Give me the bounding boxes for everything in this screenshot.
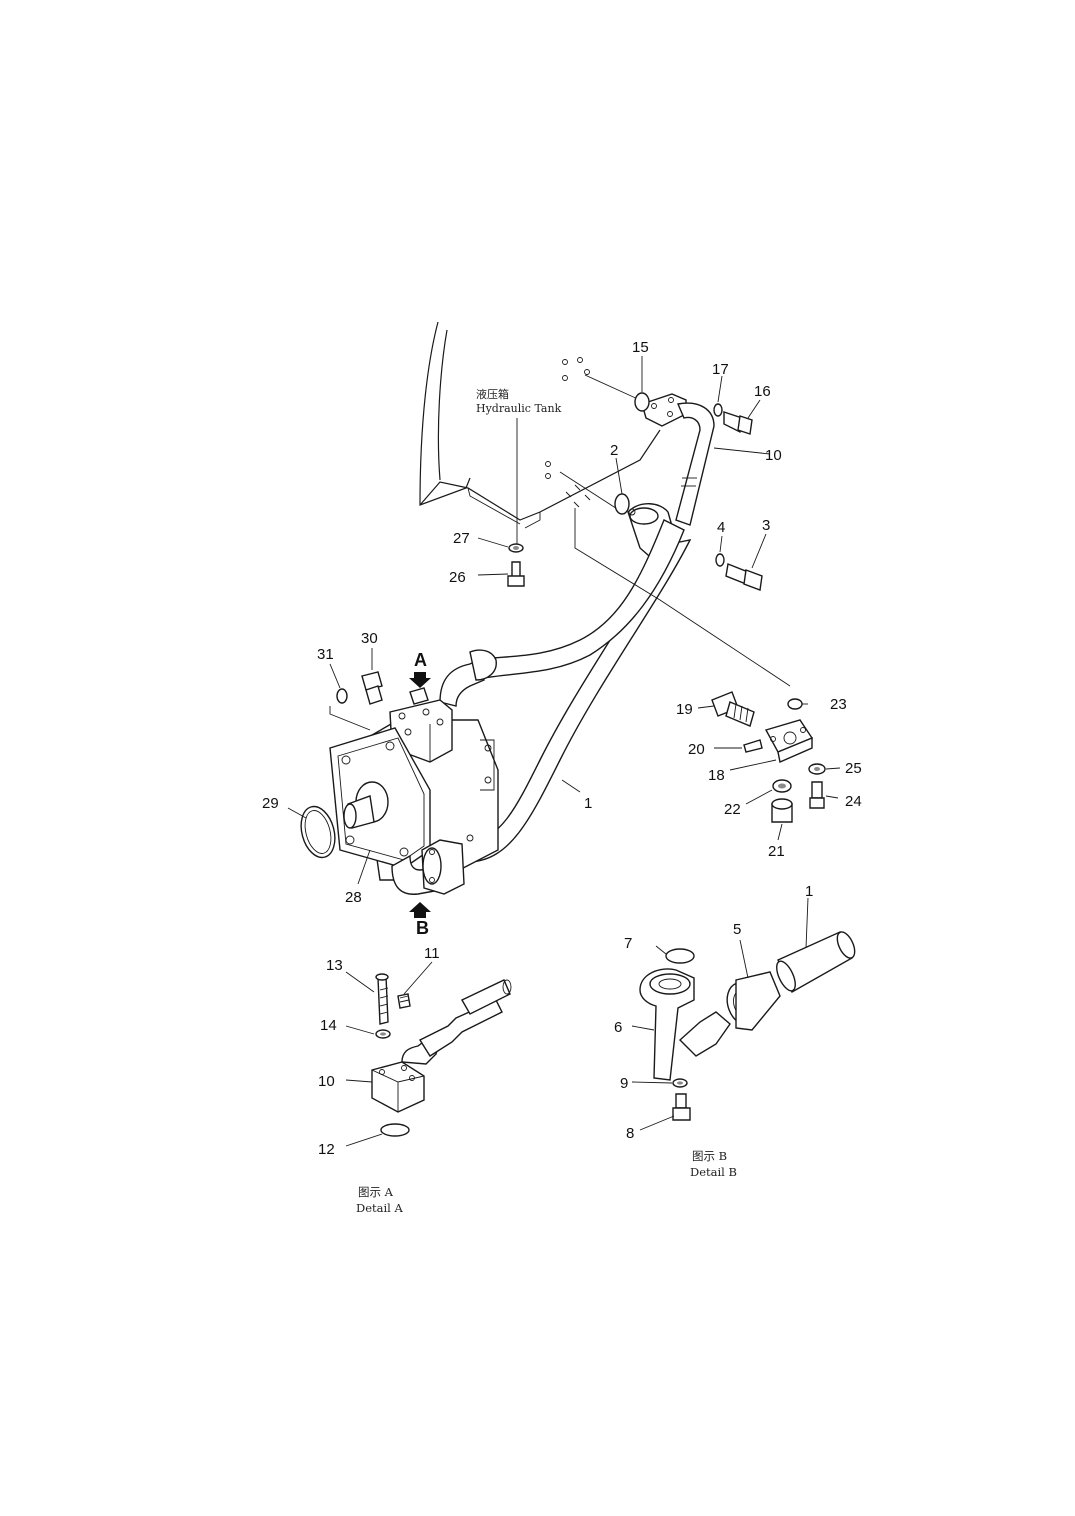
view-arrow-b: B	[409, 902, 431, 938]
callout-18: 18	[708, 767, 725, 784]
washer-31	[336, 688, 348, 704]
callout-30: 30	[361, 630, 378, 647]
callout-20: 20	[688, 741, 705, 758]
o-ring-29	[300, 805, 336, 859]
callout-10: 10	[765, 447, 782, 464]
washer-27	[508, 543, 524, 553]
callout-24: 24	[845, 793, 862, 810]
hydraulic-tank	[419, 321, 661, 529]
callout-25: 25	[845, 760, 862, 777]
callout-17: 17	[712, 361, 729, 378]
view-arrow-a: A	[409, 650, 431, 688]
callout-a10: 10	[318, 1073, 335, 1090]
detail-a-caption-chinese: 图示 A	[358, 1185, 394, 1199]
callout-a13: 13	[326, 957, 343, 974]
callout-4: 4	[717, 519, 725, 536]
detail-a-caption: 图示 A Detail A	[356, 1185, 404, 1215]
bolt-30	[361, 671, 383, 705]
callout-15: 15	[632, 339, 649, 356]
callout-a14: 14	[320, 1017, 337, 1034]
washer-25	[808, 763, 826, 775]
callout-16: 16	[754, 383, 771, 400]
suction-pipe-10	[559, 374, 715, 526]
pump-outlet-hose	[439, 649, 497, 707]
callout-b7: 7	[624, 935, 632, 952]
leader-to-23	[574, 508, 791, 687]
tank-label-english: Hydraulic Tank	[476, 402, 562, 415]
detail-b-caption-chinese: 图示 B	[692, 1149, 727, 1163]
o-ring-15	[634, 392, 650, 412]
callout-3: 3	[762, 517, 770, 534]
detail-b-caption-english: Detail B	[690, 1165, 737, 1179]
callout-29: 29	[262, 795, 279, 812]
callout-23: 23	[830, 696, 847, 713]
plug-21	[771, 798, 793, 823]
washer-17	[713, 403, 723, 417]
washer-22	[772, 779, 792, 793]
washer-4	[715, 553, 725, 567]
leader-lines	[287, 356, 841, 1147]
o-ring-23	[787, 698, 803, 710]
callout-22: 22	[724, 801, 741, 818]
detail-b-caption: 图示 B Detail B	[690, 1149, 737, 1179]
fitting-19	[711, 691, 755, 727]
hydraulic-pump	[329, 687, 499, 881]
callout-31: 31	[317, 646, 334, 663]
callout-a12: 12	[318, 1141, 335, 1158]
callout-b6: 6	[614, 1019, 622, 1036]
detail-a	[371, 973, 512, 1137]
callout-b1: 1	[805, 883, 813, 900]
detail-b	[639, 931, 856, 1121]
block-18	[764, 719, 814, 763]
bolt-24	[809, 781, 825, 809]
callout-2: 2	[610, 442, 618, 459]
callout-a11: 11	[424, 945, 440, 962]
bolt-3	[725, 563, 763, 591]
callout-b5: 5	[733, 921, 741, 938]
pump-inlet-elbow	[391, 839, 465, 895]
o-ring-2	[614, 493, 630, 515]
pin-20	[743, 739, 763, 753]
callout-21: 21	[768, 843, 785, 860]
bolt-16	[723, 411, 753, 435]
callout-numbers: 15 17 16 10 2 4 3 27 26 30 31 29 28 1 19…	[262, 339, 862, 1158]
svg-text:A: A	[414, 650, 427, 670]
tank-label-chinese: 液压箱	[476, 387, 509, 401]
svg-text:B: B	[416, 918, 429, 938]
callout-b9: 9	[620, 1075, 628, 1092]
bolt-26	[507, 561, 525, 587]
callout-b8: 8	[626, 1125, 634, 1142]
callout-19: 19	[676, 701, 693, 718]
tank-label: 液压箱 Hydraulic Tank	[476, 387, 562, 545]
callout-27: 27	[453, 530, 470, 547]
callout-28: 28	[345, 889, 362, 906]
detail-a-caption-english: Detail A	[356, 1201, 404, 1215]
callout-1: 1	[584, 795, 592, 812]
callout-26: 26	[449, 569, 466, 586]
